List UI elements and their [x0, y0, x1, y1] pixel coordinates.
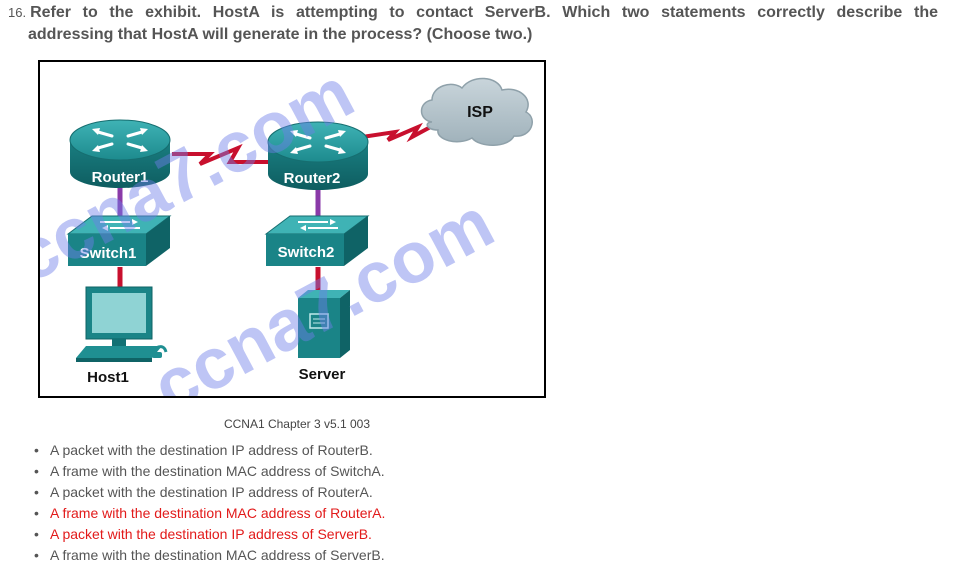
question: 16.Refer to the exhibit. HostA is attemp…: [8, 2, 938, 46]
exhibit-figure: ISP Router1 Router2: [38, 60, 546, 398]
host1-pc-icon: [76, 286, 168, 362]
server-icon: [298, 290, 350, 358]
watermark-2: ccna7.com: [140, 183, 506, 396]
bullet-icon: •: [34, 442, 39, 458]
bullet-icon: •: [34, 547, 39, 563]
answer-options: • A packet with the destination IP addres…: [30, 440, 385, 566]
question-text-line1: Refer to the exhibit. HostA is attemptin…: [30, 4, 938, 21]
router1-icon: [69, 119, 171, 188]
router2-label: Router2: [284, 170, 341, 187]
question-number: 16.: [8, 5, 27, 20]
server-label: Server: [299, 366, 346, 383]
answer-option-text: A packet with the destination IP address…: [50, 442, 373, 458]
isp-cloud-icon: [420, 77, 533, 146]
answer-option: • A packet with the destination IP addres…: [30, 482, 385, 503]
bullet-icon: •: [34, 526, 39, 542]
answer-option-text: A packet with the destination IP address…: [50, 526, 372, 542]
question-line-1: 16.Refer to the exhibit. HostA is attemp…: [8, 2, 938, 24]
bullet-icon: •: [34, 484, 39, 500]
switch1-label: Switch1: [80, 245, 137, 262]
question-line-2: addressing that HostA will generate in t…: [8, 24, 938, 46]
switch2-label: Switch2: [278, 244, 335, 261]
bullet-icon: •: [34, 505, 39, 521]
switch1-icon: [66, 215, 172, 266]
isp-label: ISP: [467, 104, 493, 121]
answer-option-correct: • A packet with the destination IP addres…: [30, 524, 385, 545]
answer-option-text: A frame with the destination MAC address…: [50, 547, 385, 563]
answer-option-correct: • A frame with the destination MAC addres…: [30, 503, 385, 524]
host1-label: Host1: [87, 369, 129, 386]
answer-option: • A frame with the destination MAC addres…: [30, 461, 385, 482]
serial-link-router1-router2: [172, 143, 268, 166]
answer-option-text: A packet with the destination IP address…: [50, 484, 373, 500]
bullet-icon: •: [34, 463, 39, 479]
answer-option: • A frame with the destination MAC addres…: [30, 545, 385, 566]
answer-option-text: A frame with the destination MAC address…: [50, 505, 386, 521]
network-topology-diagram: ISP Router1 Router2: [40, 62, 533, 396]
router2-icon: [267, 121, 369, 190]
switch2-icon: [264, 215, 370, 266]
answer-option-text: A frame with the destination MAC address…: [50, 463, 385, 479]
answer-option: • A packet with the destination IP addres…: [30, 440, 385, 461]
router1-label: Router1: [92, 169, 149, 186]
exhibit-caption: CCNA1 Chapter 3 v5.1 003: [223, 417, 371, 431]
serial-link-router2-isp: [361, 122, 437, 143]
question-text-line2: addressing that HostA will generate in t…: [28, 26, 533, 43]
